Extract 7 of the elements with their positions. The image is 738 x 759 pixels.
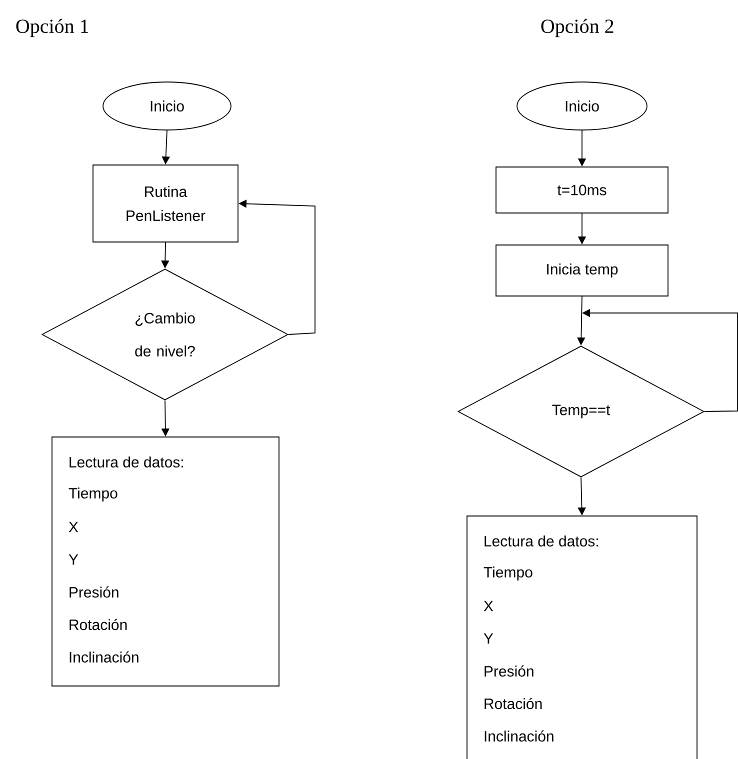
- process-box: Rutina PenListener: [92, 164, 238, 242]
- option-heading: Opción 2: [541, 18, 614, 38]
- process-box: t=10ms: [496, 166, 668, 214]
- process-box: Lectura de datos: Tiempo X Y Presión Rotación Inclinación: [466, 516, 698, 759]
- option-heading: Opción 1: [16, 18, 88, 38]
- process-box: Lectura de datos: Tiempo X Y Presión Rotación Inclinación: [52, 436, 280, 686]
- process-box: Inicia temp: [496, 244, 668, 296]
